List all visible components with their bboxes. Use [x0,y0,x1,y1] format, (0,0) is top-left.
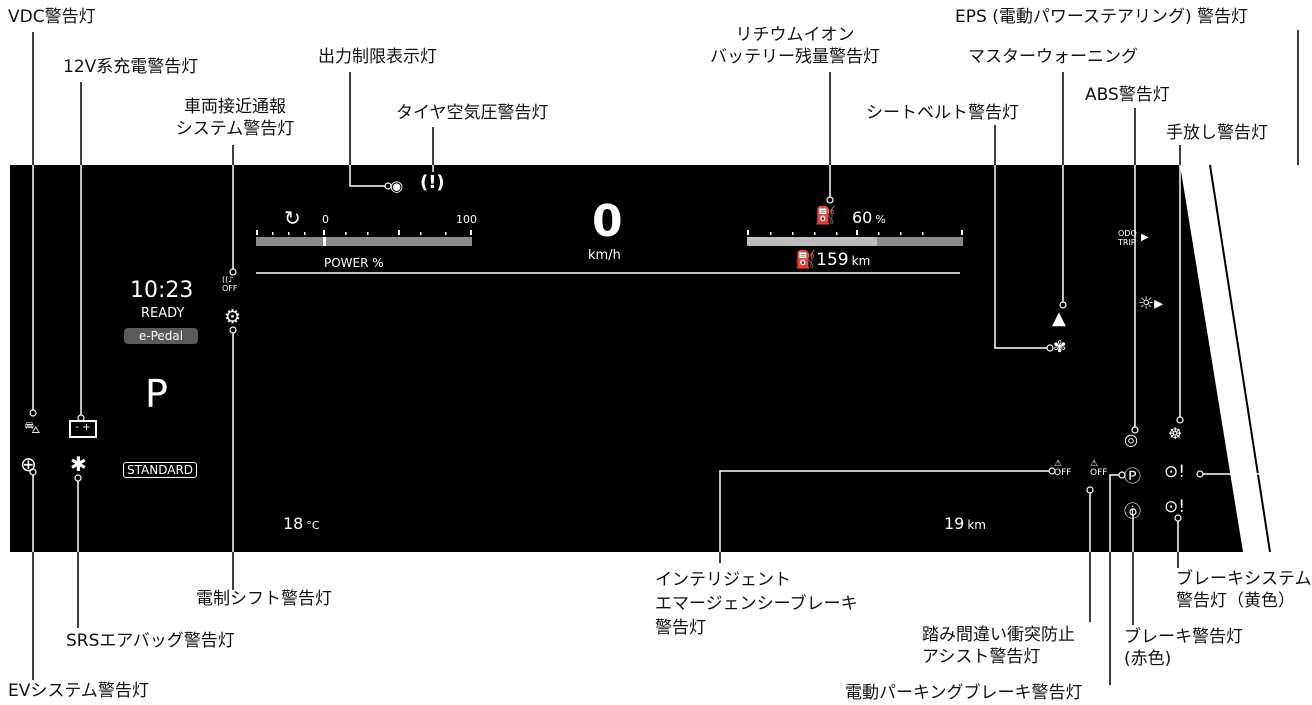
power-scale-max: 100 [456,213,477,226]
label-epb: 電動パーキングブレーキ警告灯 [845,683,1083,703]
seatbelt-icon: ✾ [1053,337,1067,356]
ev-car-icon: ⊕ [20,452,37,476]
drive-mode: STANDARD [123,462,198,478]
speed-value: 0 [592,196,623,247]
label-seatbelt: シートベルト警告灯 [866,103,1019,123]
speed-unit: km/h [588,248,621,263]
battery-level: 60% [852,208,886,227]
label-brake-red: ブレーキ警告灯(赤色) [1124,627,1243,669]
label-eps: EPS (電動パワーステアリング) 警告灯 [955,7,1249,27]
abs-icon: ◎ [1124,430,1138,449]
label-master-warning: マスターウォーニング [968,47,1138,67]
label-ev-system: EVシステム警告灯 [8,681,149,701]
pedestrian-sound-off-icon: ((♪OFF [222,275,238,293]
regen-arrow-icon: ↻ [284,206,301,230]
label-ieb: インテリジェントエマージェンシーブレーキ警告灯 [655,570,858,638]
ev-charge-icon: ⛽ [815,206,837,226]
emergency-brake-off-icon: ⚠OFF [1054,459,1072,478]
label-tire-pressure: タイヤ空気圧警告灯 [396,103,549,123]
odo-arrow-icon: ▶ [1141,232,1149,243]
headlight-icon: ☼▸ [1138,293,1164,314]
label-pedal-assist: 踏み間違い衝突防止アシスト警告灯 [922,625,1075,667]
turtle-icon: ◉ [390,177,404,195]
ready-indicator: READY [141,306,185,321]
tire-pressure-icon: (!) [420,172,445,193]
label-srs: SRSエアバッグ警告灯 [66,631,235,651]
vdc-skid-icon: ⛍ [24,418,41,437]
parking-brake-icon: Ⓟ [1124,467,1141,487]
label-hands-off: 手放し警告灯 [1166,123,1268,143]
steering-hands-icon: ☸ [1168,424,1183,443]
pedal-assist-off-icon: ⚠OFF [1090,459,1108,478]
airbag-icon: ✱ [70,452,87,476]
label-li-battery: リチウムイオンバッテリー残量警告灯 [710,25,880,67]
label-12v-charge: 12V系充電警告灯 [63,57,199,77]
clock: 10:23 [130,278,194,303]
outside-temp: 18°C [283,514,320,533]
gear-position: P [145,372,168,416]
power-gauge-bar [256,237,472,246]
epedal-badge: e-Pedal [124,328,198,344]
label-brake-system: ブレーキシステム警告灯（黄色） [1176,569,1312,611]
power-scale-min: 0 [322,213,329,226]
brake-warning-icon: ⓘ [1124,502,1141,522]
label-vdc: VDC警告灯 [8,7,96,27]
label-output-limit: 出力制限表示灯 [318,47,437,67]
label-approach-warning: 車両接近通報システム警告灯 [175,97,295,139]
gear-warning-icon: ⚙ [224,306,242,328]
battery-icon: - + [69,420,97,438]
warning-triangle-icon: ▲ [1052,308,1066,329]
steering-warning-icon: ⊙! [1164,462,1186,482]
label-abs: ABS警告灯 [1085,85,1170,105]
range-charge-icon: ⛽ [795,250,817,270]
power-label: POWER % [324,256,384,270]
brake-system-icon: ⊙! [1164,497,1186,517]
label-eshift: 電制シフト警告灯 [196,589,332,609]
